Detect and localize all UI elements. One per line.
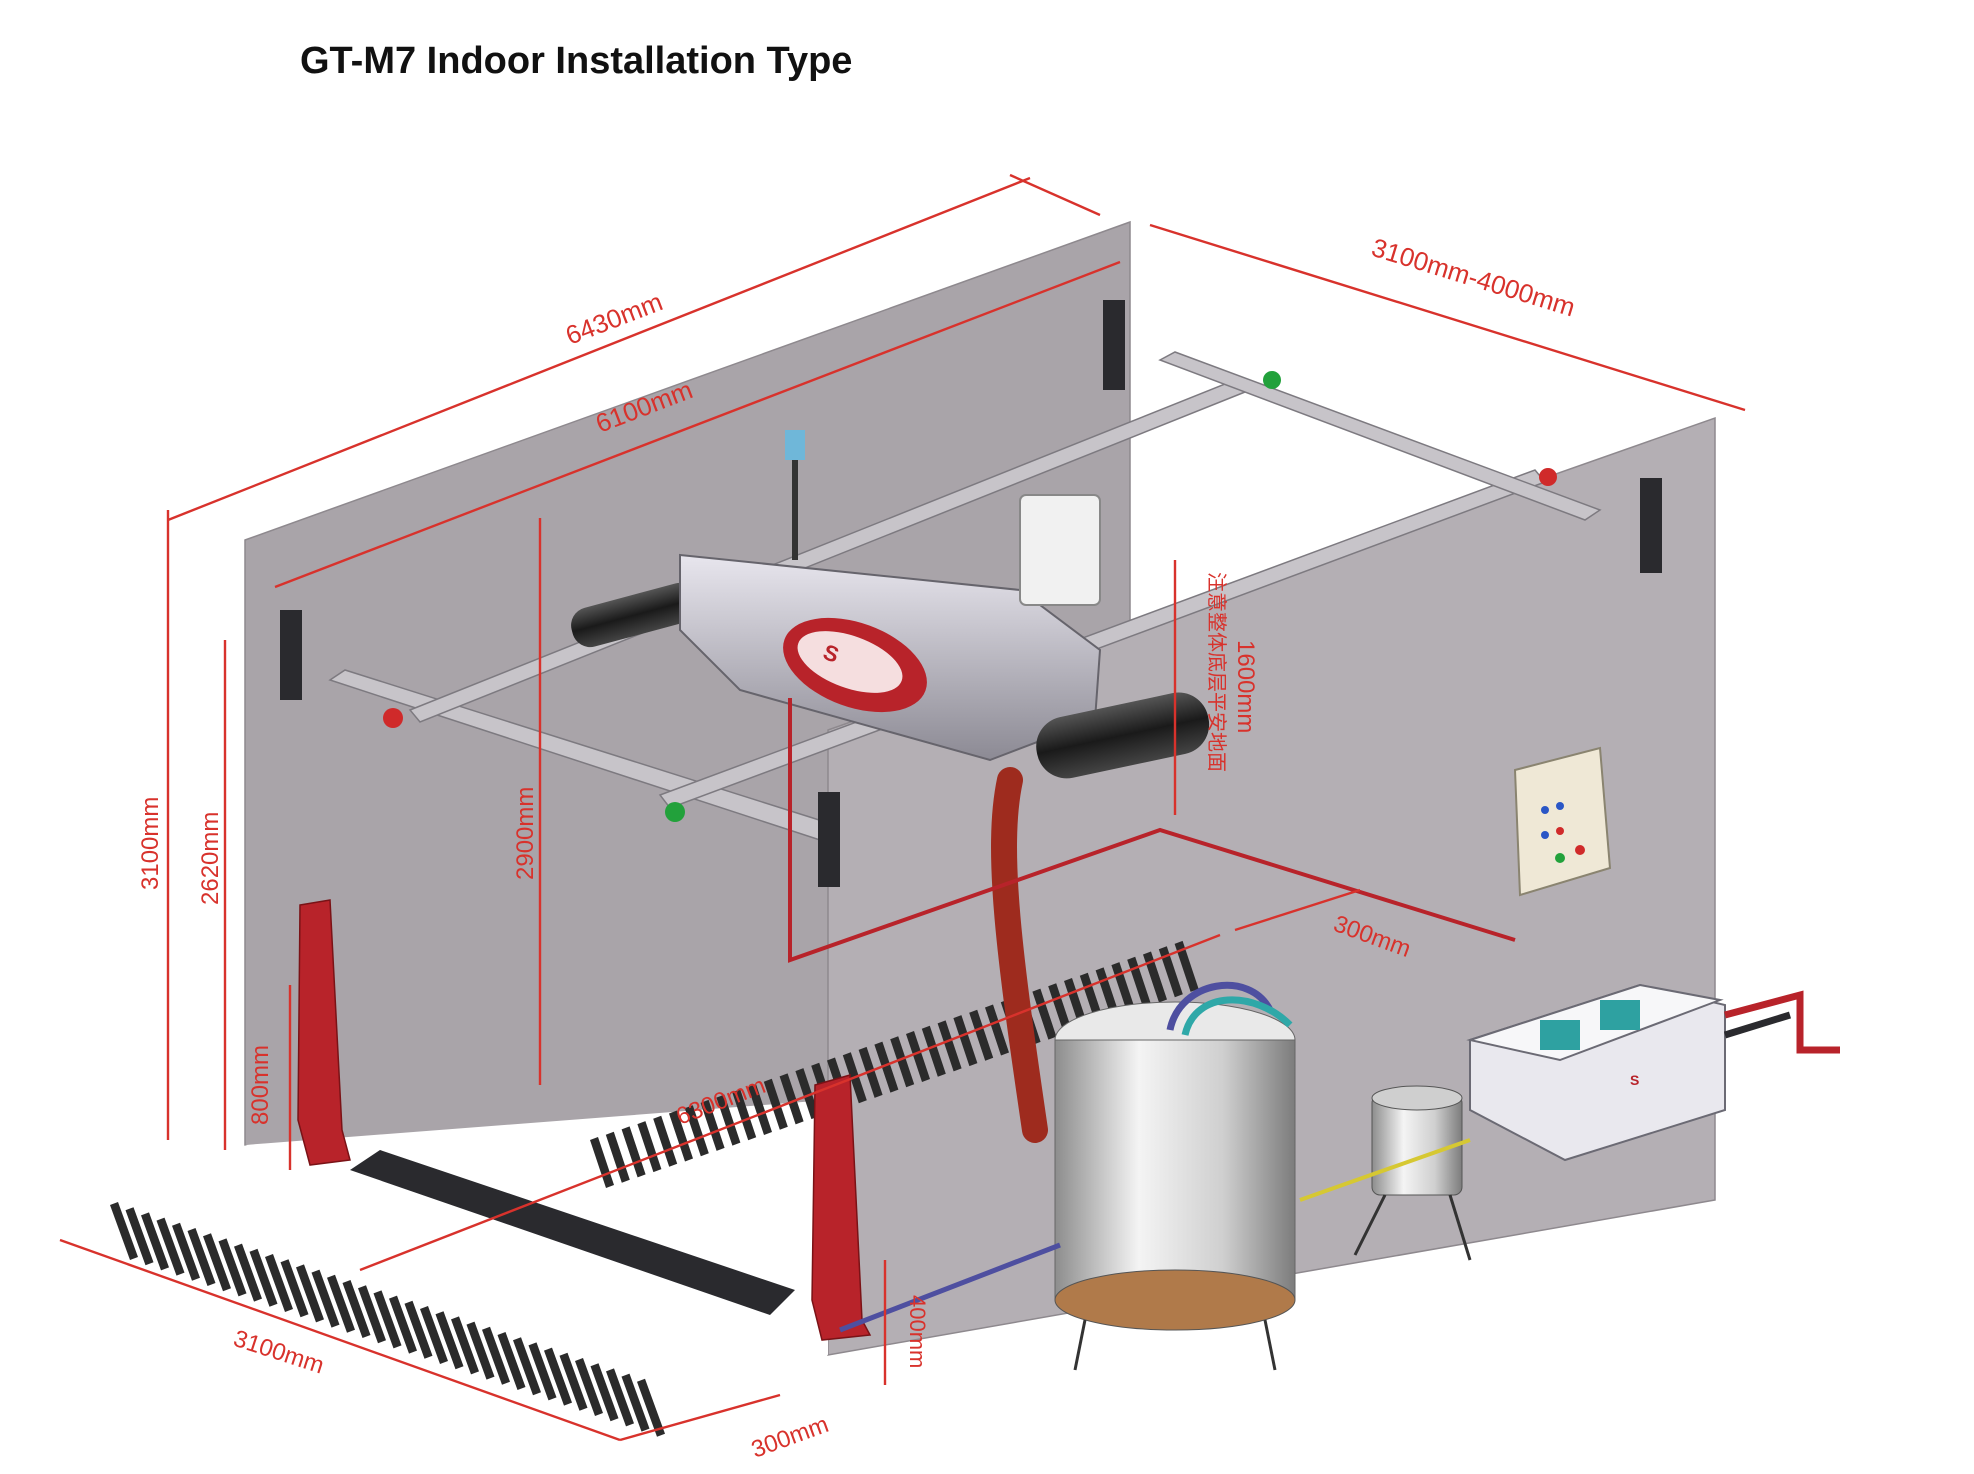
dim-pipe-height: 400mm: [905, 1295, 930, 1368]
guide-post-right: [811, 1074, 872, 1341]
grating-strip: [435, 1311, 464, 1370]
grating-strip: [420, 1306, 448, 1364]
grating-strip: [921, 1025, 946, 1077]
guide-post-left: [297, 899, 351, 1166]
grating-strip: [795, 1068, 820, 1120]
grating-strip: [748, 1084, 772, 1135]
grating-strip: [327, 1274, 355, 1333]
grating-strip: [1158, 946, 1183, 998]
grating-strip: [528, 1342, 557, 1401]
grating-strip: [606, 1368, 634, 1427]
grating-strip: [1174, 940, 1199, 992]
grating-strip: [763, 1078, 788, 1130]
grating-strip: [234, 1243, 262, 1302]
grating-strip: [451, 1316, 479, 1375]
grating-strip: [404, 1300, 433, 1359]
grating-strip: [890, 1036, 915, 1088]
grating-strip: [203, 1233, 231, 1292]
dim-rail-height: 2620mm: [197, 812, 224, 905]
grating-strip: [513, 1337, 541, 1396]
grating-strip: [732, 1089, 757, 1141]
dim-floor-width: 3100mm: [230, 1325, 327, 1380]
dim-wall-height: 3100mm: [137, 797, 164, 890]
wash-machine-gantry: S: [571, 430, 1210, 1143]
grating-strip: [373, 1290, 402, 1349]
grating-strip: [559, 1352, 588, 1411]
grating-strip: [358, 1285, 386, 1344]
grating-strip: [156, 1217, 185, 1276]
grating-strip: [1048, 983, 1073, 1035]
grating-strip: [389, 1295, 417, 1354]
small-tank: [1353, 1085, 1472, 1261]
grating-strip: [669, 1110, 693, 1162]
grating-strip: [342, 1280, 371, 1338]
grating-strip: [937, 1020, 962, 1072]
grating-strip: [637, 1121, 662, 1173]
dim-width-range: 3100mm-4000mm: [1368, 232, 1579, 322]
dimension-lines: [59, 173, 1746, 1442]
grating-strip: [575, 1358, 603, 1416]
grating-strip: [906, 1031, 930, 1082]
grating-strip: [858, 1046, 883, 1098]
grating-strip: [141, 1212, 169, 1271]
grating-strip: [544, 1347, 572, 1406]
control-box: [1513, 746, 1612, 897]
grating-strip: [716, 1094, 741, 1146]
pump-unit: S: [1466, 983, 1840, 1162]
grating-strip: [874, 1041, 899, 1093]
floor-grating: [110, 940, 1199, 1437]
dim-lower-height: 800mm: [247, 1045, 274, 1125]
water-tank: [1054, 981, 1296, 1371]
dim-gap-bottom: 300mm: [748, 1411, 832, 1464]
grating-strip: [280, 1259, 309, 1318]
pipe-blue: [839, 1242, 1061, 1333]
dim-ground-note: 1600mm: [1232, 640, 1259, 733]
grating-strip: [590, 1137, 614, 1188]
grating-strip: [249, 1248, 278, 1307]
grating-strip: [311, 1269, 340, 1328]
dim-machine-clearance: 2900mm: [512, 787, 539, 880]
grating-strip: [187, 1228, 216, 1286]
dim-chinese-note: 注意整体底层平安地面: [1205, 572, 1228, 772]
grating-strip: [218, 1238, 247, 1297]
grating-strip: [637, 1378, 665, 1437]
grating-strip: [969, 1009, 994, 1061]
grating-strip: [985, 1004, 1009, 1056]
grating-strip: [653, 1115, 678, 1167]
svg-text:S: S: [1630, 1072, 1639, 1088]
grating-strip: [172, 1222, 200, 1281]
conduit-line: [788, 698, 1516, 963]
grating-strip: [779, 1073, 804, 1125]
drain-plate: [350, 1150, 795, 1315]
grating-strip: [482, 1326, 510, 1385]
grating-strip: [1143, 951, 1167, 1003]
grating-strip: [700, 1099, 725, 1151]
grating-strip: [265, 1254, 293, 1312]
grating-strip: [684, 1105, 709, 1157]
grating-strip: [590, 1363, 619, 1422]
grating-strip: [497, 1332, 526, 1390]
grating-strip: [466, 1321, 495, 1380]
grating-strip: [953, 1015, 978, 1067]
grating-strip: [110, 1202, 138, 1260]
grating-strip: [1032, 988, 1057, 1040]
dim-overall-length: 6430mm: [561, 286, 666, 350]
grating-strip: [296, 1264, 324, 1323]
pipe-yellow: [1299, 1138, 1471, 1202]
grating-strip: [621, 1373, 650, 1432]
grating-strip: [621, 1126, 646, 1178]
page-title: GT-M7 Indoor Installation Type: [300, 40, 853, 82]
grating-strip: [125, 1207, 154, 1266]
grating-strip: [605, 1131, 630, 1183]
